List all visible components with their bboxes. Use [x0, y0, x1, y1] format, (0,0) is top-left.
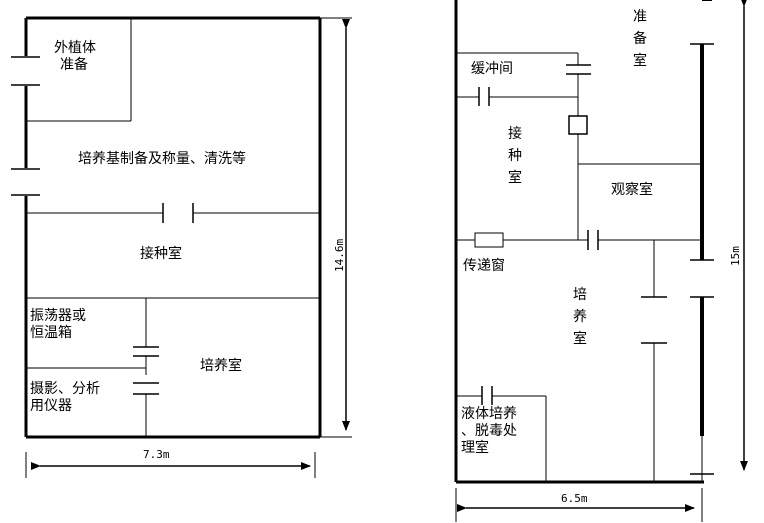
room-culture-char2: 养	[573, 309, 587, 325]
room-culture-right: 培 养 室	[572, 284, 588, 350]
left-height-label: 14.6m	[333, 238, 346, 272]
room-photo-line2: 用仪器	[30, 398, 72, 414]
room-explant-prep: 外植体 准备	[54, 40, 96, 74]
room-inoculation-char3: 室	[508, 170, 522, 186]
left-width-label: 7.3m	[143, 448, 170, 461]
room-shaker-line2: 恒温箱	[30, 325, 72, 341]
room-culture-char3: 室	[573, 331, 587, 347]
room-shaker-incubator: 振荡器或 恒温箱	[30, 308, 86, 342]
room-culture-char1: 培	[573, 287, 587, 303]
left-dimension-lines	[25, 17, 352, 478]
room-liquid-line2: 、脱毒处	[461, 423, 517, 439]
room-liquid-culture: 液体培养 、脱毒处 理室	[461, 406, 517, 457]
room-prep-char1: 准	[633, 9, 647, 25]
room-culture-left: 培养室	[200, 358, 242, 374]
room-shaker-line1: 振荡器或	[30, 308, 86, 324]
room-prep-right: 准 备 室	[632, 6, 648, 72]
right-height-label: 15m	[729, 246, 742, 266]
room-liquid-line1: 液体培养	[461, 406, 517, 422]
room-media-prep: 培养基制备及称量、清洗等	[78, 151, 246, 167]
right-plan-walls	[454, 0, 714, 484]
room-liquid-line3: 理室	[461, 440, 489, 456]
room-buffer: 缓冲间	[471, 61, 513, 77]
room-inoculation-right: 接 种 室	[507, 123, 523, 189]
left-plan-walls	[11, 16, 322, 439]
room-inoculation-char2: 种	[508, 148, 522, 164]
right-dimension-lines	[455, 488, 703, 522]
room-photo-analysis: 摄影、分析 用仪器	[30, 381, 100, 415]
room-explant-prep-line1: 外植体	[54, 40, 96, 56]
room-photo-line1: 摄影、分析	[30, 381, 100, 397]
room-prep-char3: 室	[633, 53, 647, 69]
right-width-label: 6.5m	[561, 492, 588, 505]
room-observation: 观察室	[611, 182, 653, 198]
pass-window: 传递窗	[463, 258, 505, 274]
room-inoculation-char1: 接	[508, 126, 522, 142]
room-inoculation-left: 接种室	[140, 246, 182, 262]
room-prep-char2: 备	[633, 31, 647, 47]
room-explant-prep-line2: 准备	[60, 57, 88, 73]
